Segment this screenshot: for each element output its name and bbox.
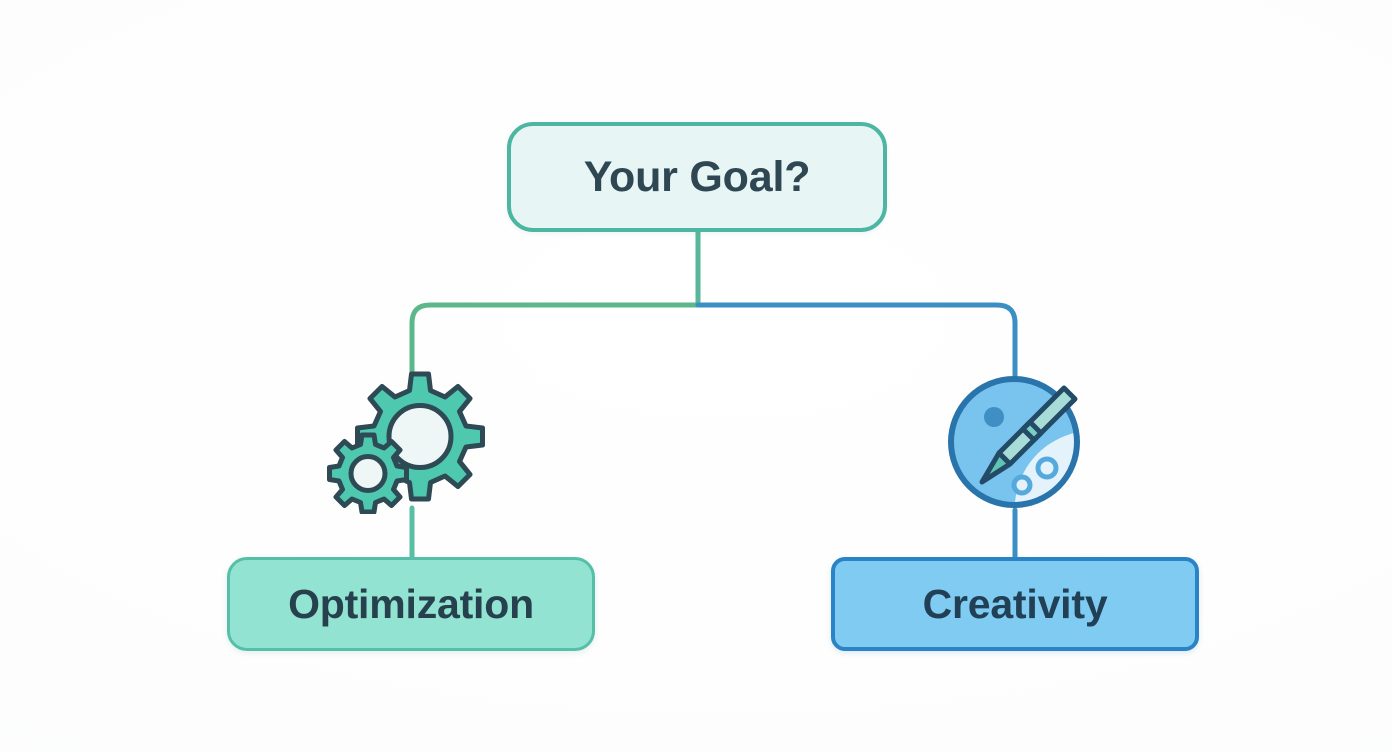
gears-icon bbox=[325, 364, 490, 514]
node-optimization[interactable]: Optimization bbox=[227, 557, 595, 651]
node-creativity[interactable]: Creativity bbox=[831, 557, 1199, 651]
node-root-label: Your Goal? bbox=[583, 152, 811, 201]
connector-left-branch bbox=[409, 302, 701, 375]
pen-palette-icon bbox=[938, 372, 1090, 512]
palette-circle-outline bbox=[948, 376, 1080, 508]
node-creativity-label: Creativity bbox=[922, 580, 1108, 627]
node-optimization-label: Optimization bbox=[288, 580, 534, 627]
gear-large-hub bbox=[386, 403, 454, 470]
palette-ring-1 bbox=[1035, 456, 1059, 480]
palette-ring-2 bbox=[1011, 474, 1033, 496]
pen-tip bbox=[979, 450, 1013, 485]
pen-ferrule bbox=[1020, 419, 1044, 443]
node-root-your-goal[interactable]: Your Goal? bbox=[507, 122, 887, 232]
palette-dot bbox=[984, 407, 1004, 427]
connector-right-branch bbox=[695, 302, 1018, 380]
gear-small-hub bbox=[348, 454, 388, 493]
